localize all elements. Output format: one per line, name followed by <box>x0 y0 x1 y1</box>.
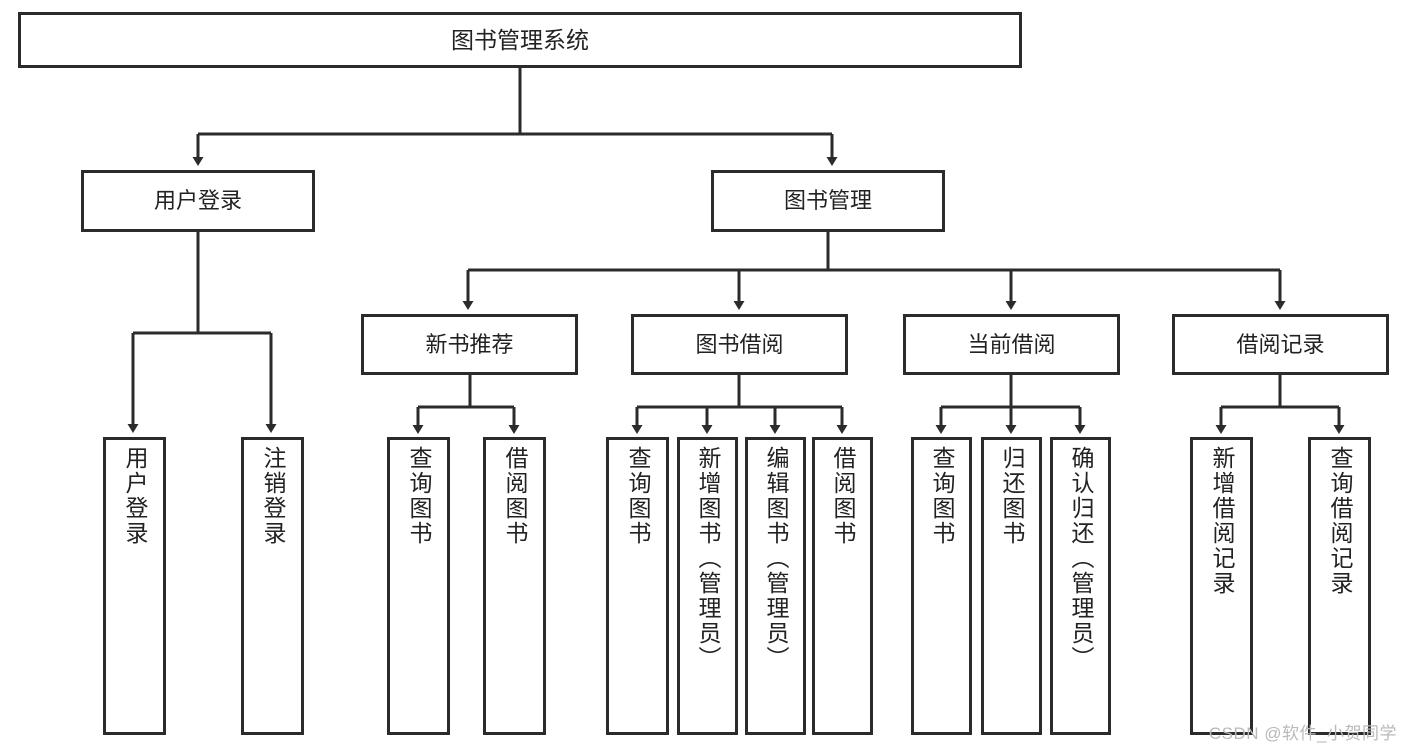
leaf-node-label: 归还图书 <box>999 446 1025 546</box>
leaf-node-label: 注销登录 <box>260 446 286 546</box>
leaf-node-label: 查询图书 <box>625 446 651 546</box>
node-book-management-label: 图书管理 <box>783 188 872 214</box>
leaf-node[interactable]: 确认归还（管理员） <box>1050 437 1111 735</box>
node-user-login-label: 用户登录 <box>153 188 242 214</box>
node-root[interactable]: 图书管理系统 <box>18 12 1022 68</box>
leaf-node-label: 编辑图书（管理员） <box>763 446 789 671</box>
leaf-node[interactable]: 查询图书 <box>606 437 669 735</box>
node-book-borrow-label: 图书借阅 <box>695 331 784 357</box>
leaf-node-label: 新增借阅记录 <box>1209 446 1235 596</box>
leaf-node-label: 用户登录 <box>122 446 148 546</box>
leaf-node[interactable]: 编辑图书（管理员） <box>745 437 806 735</box>
node-borrow-record-label: 借阅记录 <box>1236 331 1325 357</box>
leaf-node[interactable]: 注销登录 <box>241 437 304 735</box>
leaf-node[interactable]: 查询图书 <box>911 437 972 735</box>
node-book-management[interactable]: 图书管理 <box>711 170 945 232</box>
node-new-book-recommend[interactable]: 新书推荐 <box>361 314 578 375</box>
node-new-book-recommend-label: 新书推荐 <box>425 331 514 357</box>
leaf-node[interactable]: 借阅图书 <box>483 437 546 735</box>
leaf-node-label: 新增图书（管理员） <box>695 446 721 671</box>
node-borrow-record[interactable]: 借阅记录 <box>1172 314 1389 375</box>
leaf-node-label: 查询借阅记录 <box>1327 446 1353 596</box>
leaf-node-label: 借阅图书 <box>830 446 856 546</box>
leaf-node[interactable]: 新增图书（管理员） <box>677 437 738 735</box>
leaf-node[interactable]: 归还图书 <box>981 437 1042 735</box>
leaf-node[interactable]: 新增借阅记录 <box>1190 437 1253 735</box>
leaf-node[interactable]: 借阅图书 <box>812 437 873 735</box>
leaf-node[interactable]: 查询图书 <box>387 437 450 735</box>
node-user-login[interactable]: 用户登录 <box>81 170 315 232</box>
leaf-node-label: 查询图书 <box>929 446 955 546</box>
leaf-node-label: 借阅图书 <box>502 446 528 546</box>
leaf-node-label: 确认归还（管理员） <box>1068 446 1094 671</box>
watermark: CSDN @软件_小贺同学 <box>1208 724 1397 743</box>
node-current-borrow-label: 当前借阅 <box>967 331 1056 357</box>
node-root-label: 图书管理系统 <box>451 26 589 53</box>
node-book-borrow[interactable]: 图书借阅 <box>631 314 848 375</box>
node-current-borrow[interactable]: 当前借阅 <box>903 314 1120 375</box>
leaf-node[interactable]: 查询借阅记录 <box>1308 437 1371 735</box>
leaf-node-label: 查询图书 <box>406 446 432 546</box>
leaf-node[interactable]: 用户登录 <box>103 437 166 735</box>
